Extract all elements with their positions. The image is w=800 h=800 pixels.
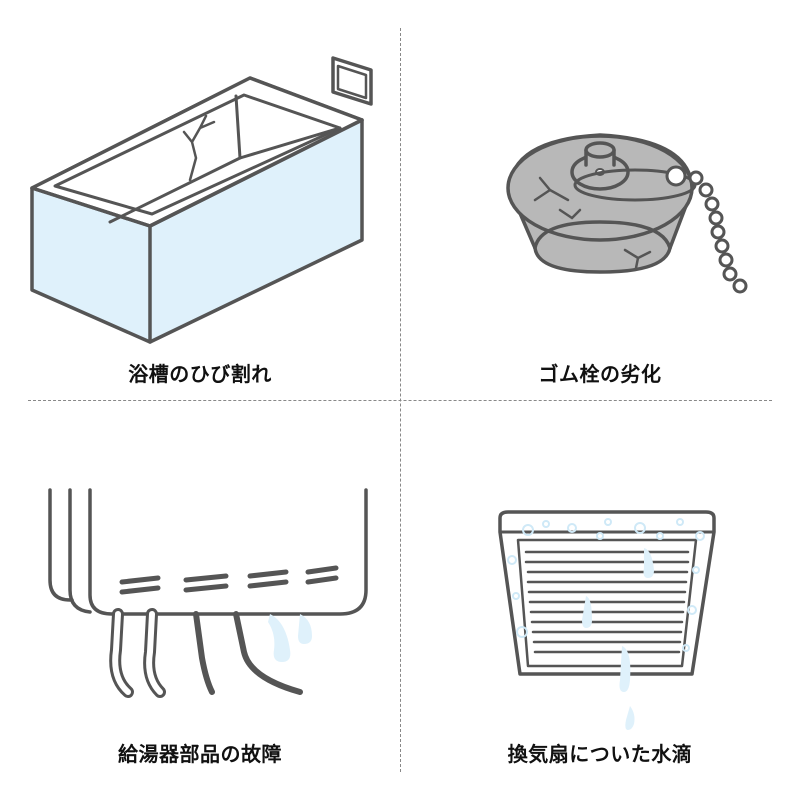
bathtub-crack-icon: [30, 56, 373, 344]
panel-bathtub-crack: 浴槽のひび割れ: [0, 0, 400, 400]
ventilation-fan-icon: [498, 510, 716, 730]
water-heater-icon: [48, 488, 368, 698]
caption-water-heater: 給湯器部品の故障: [118, 742, 282, 766]
rubber-plug-icon: [506, 133, 748, 294]
panel-water-heater: 給湯器部品の故障: [0, 400, 400, 800]
caption-rubber-plug: ゴム栓の劣化: [538, 362, 662, 386]
caption-bathtub-crack: 浴槽のひび割れ: [128, 362, 272, 386]
panel-ventilation-fan: 換気扇についた水滴: [400, 400, 800, 800]
caption-ventilation-fan: 換気扇についた水滴: [507, 742, 693, 766]
horizontal-divider: [28, 400, 772, 401]
panel-rubber-plug: ゴム栓の劣化: [400, 0, 800, 400]
